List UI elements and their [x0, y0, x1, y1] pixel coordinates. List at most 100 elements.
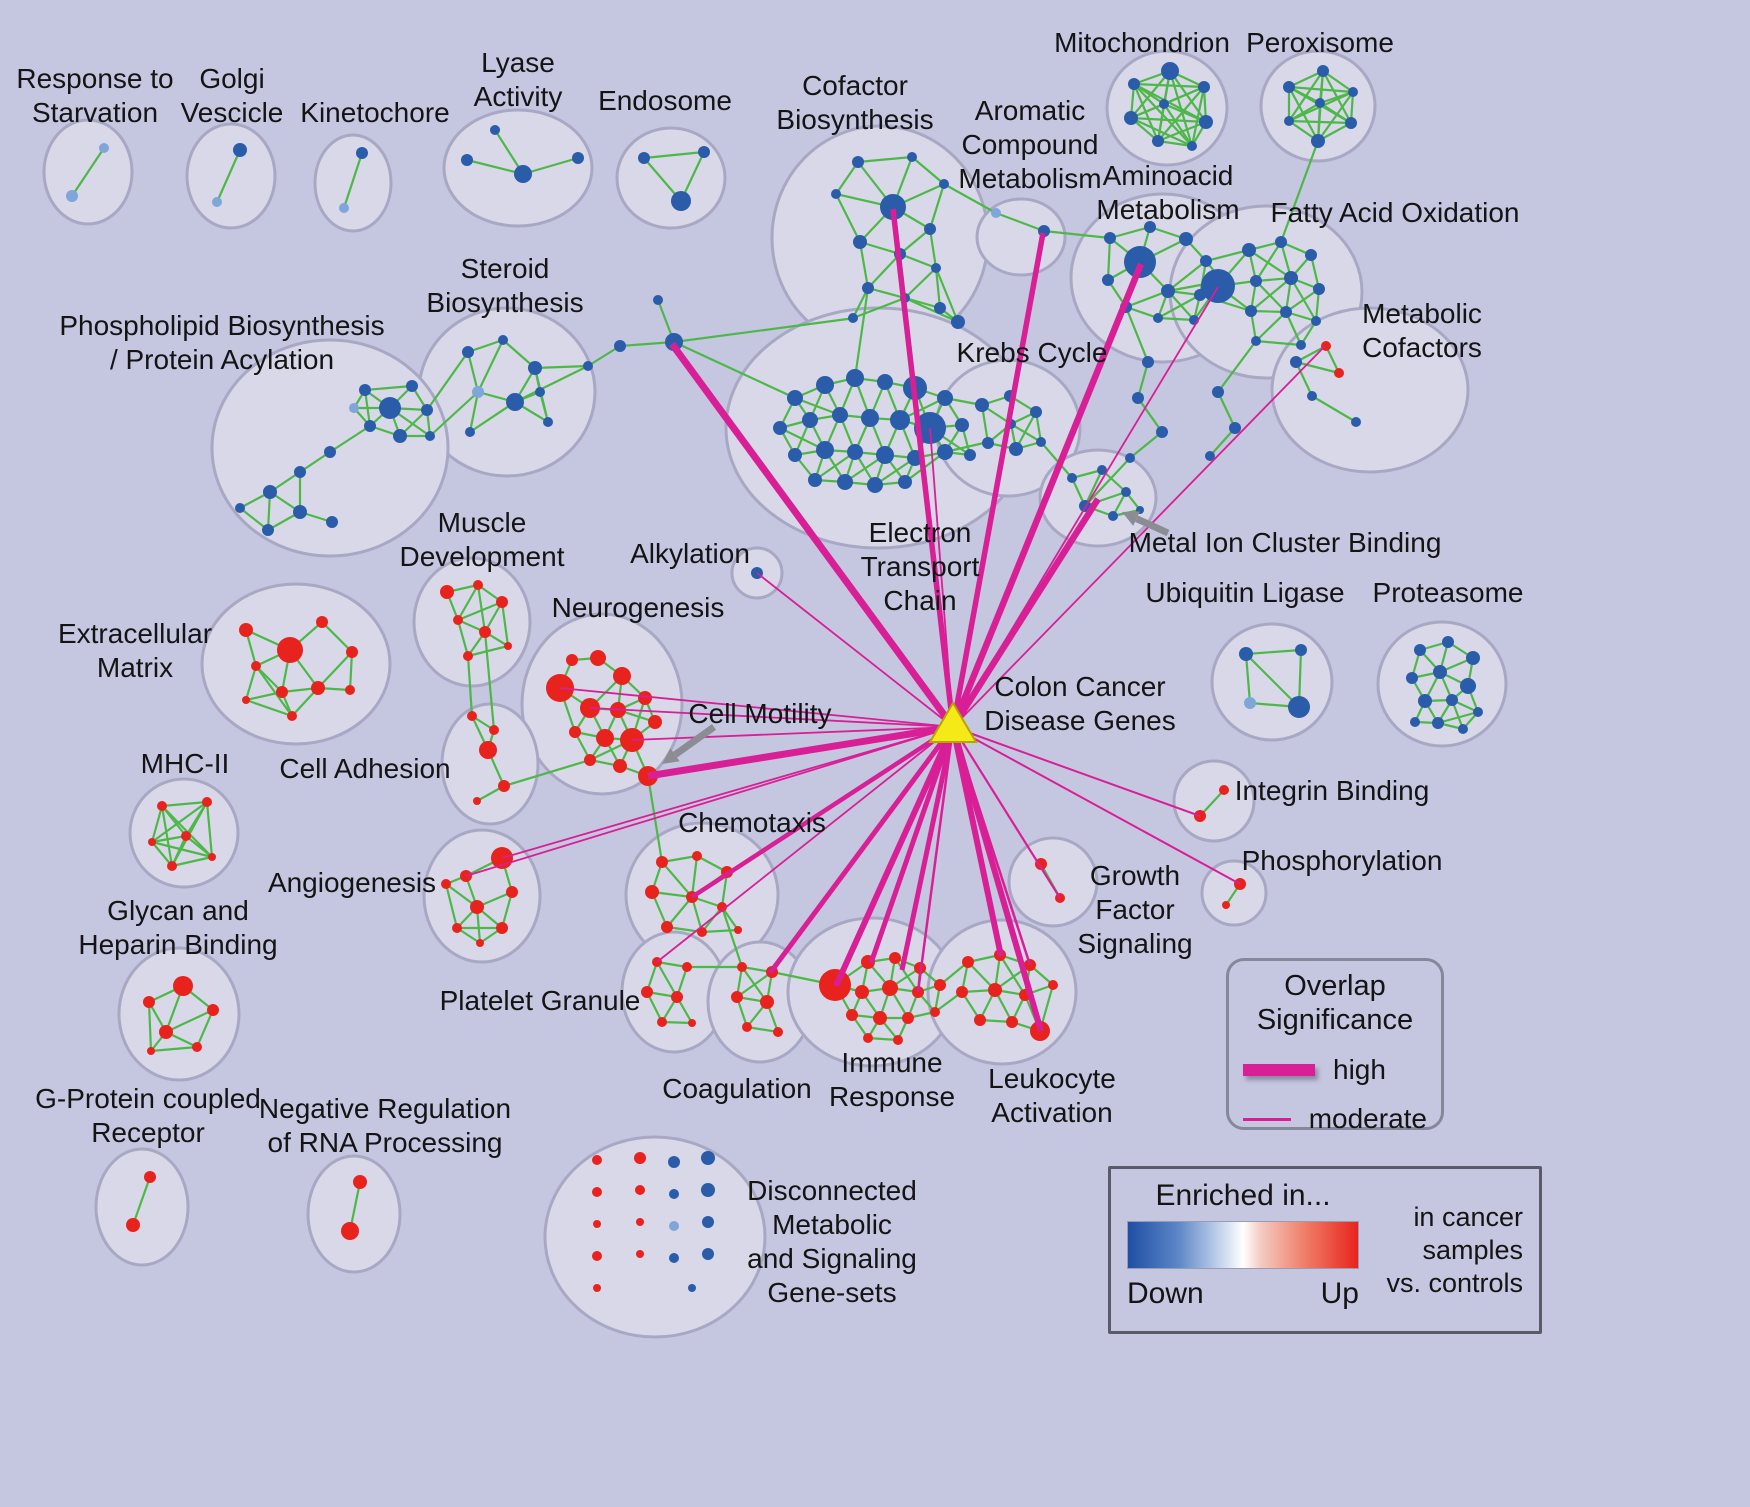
overlap-edge-high: [669, 341, 956, 730]
cluster-golgi-vescicle: [185, 122, 277, 230]
gene-set-node: [470, 900, 484, 914]
green-edge: [1125, 289, 1169, 309]
green-edge: [1163, 102, 1207, 124]
gene-set-node: [697, 927, 707, 937]
gene-set-node: [1144, 221, 1156, 233]
gene-set-node: [873, 1011, 887, 1025]
high-significance-line-swatch: [1243, 1064, 1315, 1076]
green-edge: [457, 584, 479, 621]
green-edge: [467, 338, 504, 354]
gene-set-node: [831, 189, 841, 199]
green-edge: [534, 364, 589, 370]
green-edge: [1133, 82, 1205, 89]
gene-set-node: [590, 650, 606, 666]
green-edge: [643, 150, 705, 160]
gene-set-node: [613, 759, 627, 773]
green-edge: [1157, 86, 1205, 142]
gene-set-node: [1030, 406, 1042, 418]
gene-set-node: [889, 952, 901, 964]
cluster-disconnected-gene-sets: [543, 1135, 767, 1339]
green-edge: [661, 1020, 693, 1025]
gene-set-node: [737, 962, 747, 972]
gene-set-node: [569, 726, 581, 738]
gene-set-node: [661, 921, 673, 933]
green-edge: [151, 834, 187, 844]
gene-set-node: [1104, 232, 1116, 244]
gene-set-node: [1251, 336, 1261, 346]
green-edge: [1124, 306, 1150, 363]
green-edge: [363, 389, 372, 427]
gene-set-node: [1414, 644, 1426, 656]
gene-set-node: [467, 711, 477, 721]
gene-set-node: [861, 409, 879, 427]
gene-set-node: [592, 1251, 602, 1261]
gene-set-node: [1153, 313, 1163, 323]
overlap-edge-high: [950, 232, 1046, 728]
green-edge: [1437, 710, 1479, 725]
legend-enriched-in: Enriched in... Down Up in cancer samples…: [1108, 1166, 1542, 1334]
green-edge: [321, 621, 353, 653]
gene-set-node: [276, 686, 288, 698]
gene-set-node: [638, 691, 652, 705]
gene-set-node: [235, 503, 245, 513]
gene-set-node: [167, 861, 177, 871]
gene-set-node: [572, 152, 584, 164]
gene-set-node: [1205, 451, 1215, 461]
green-edge: [299, 451, 331, 473]
cluster-muscle-development: [412, 556, 532, 688]
gene-set-node: [907, 152, 917, 162]
gene-set-node: [669, 1253, 679, 1263]
gene-set-node: [1244, 697, 1256, 709]
green-edge: [245, 690, 283, 702]
gene-set-node: [692, 851, 702, 861]
gene-set-node: [159, 1025, 173, 1039]
gene-set-node: [688, 1019, 696, 1027]
green-edge: [348, 651, 354, 691]
green-edge: [1136, 361, 1150, 399]
green-edge: [701, 906, 723, 933]
gene-set-node: [882, 980, 898, 996]
gene-set-node: [1345, 117, 1357, 129]
gene-set-node: [1280, 306, 1292, 318]
high-label: high: [1333, 1054, 1386, 1085]
moderate-label: moderate: [1308, 1103, 1427, 1134]
annotation-arrow-head: [662, 748, 680, 764]
green-edge: [151, 841, 173, 867]
green-edge: [522, 156, 579, 176]
gene-set-node: [406, 380, 418, 392]
gene-set-node: [742, 1022, 752, 1032]
gene-set-node: [514, 165, 532, 183]
green-edge: [814, 451, 856, 481]
gene-set-node: [1334, 368, 1344, 378]
gene-set-node: [1473, 707, 1483, 717]
gene-set-node: [346, 646, 358, 658]
overlap-edge-high: [868, 726, 956, 964]
green-edge: [995, 211, 1045, 233]
gene-set-node: [1048, 980, 1058, 990]
gene-set-node: [1125, 453, 1135, 463]
gene-set-node: [1466, 651, 1480, 665]
cluster-extracellular-matrix: [200, 582, 392, 746]
cluster-glycan-heparin-binding: [117, 946, 241, 1082]
gene-set-node: [473, 580, 483, 590]
overlap-edge-moderate: [501, 726, 954, 859]
green-edge: [1255, 241, 1282, 282]
gene-set-node: [498, 780, 510, 792]
gene-set-node: [543, 417, 553, 427]
label-phospholipid-biosynthesis: Phospholipid Biosynthesis/ Protein Acyla…: [59, 310, 384, 375]
gene-set-node: [462, 346, 474, 358]
annotation-arrow-head: [1122, 511, 1140, 526]
gene-set-node: [902, 1012, 914, 1024]
green-edge: [928, 183, 946, 230]
gene-set-node: [593, 1284, 601, 1292]
gene-set-node: [852, 156, 864, 168]
label-angiogenesis: Angiogenesis: [268, 867, 436, 898]
overlap-edge-moderate: [756, 572, 954, 728]
gene-set-node: [1201, 269, 1235, 303]
gene-set-node: [1121, 487, 1131, 497]
gene-set-node: [339, 203, 349, 213]
green-edge: [835, 161, 859, 195]
gene-set-node: [263, 485, 277, 499]
